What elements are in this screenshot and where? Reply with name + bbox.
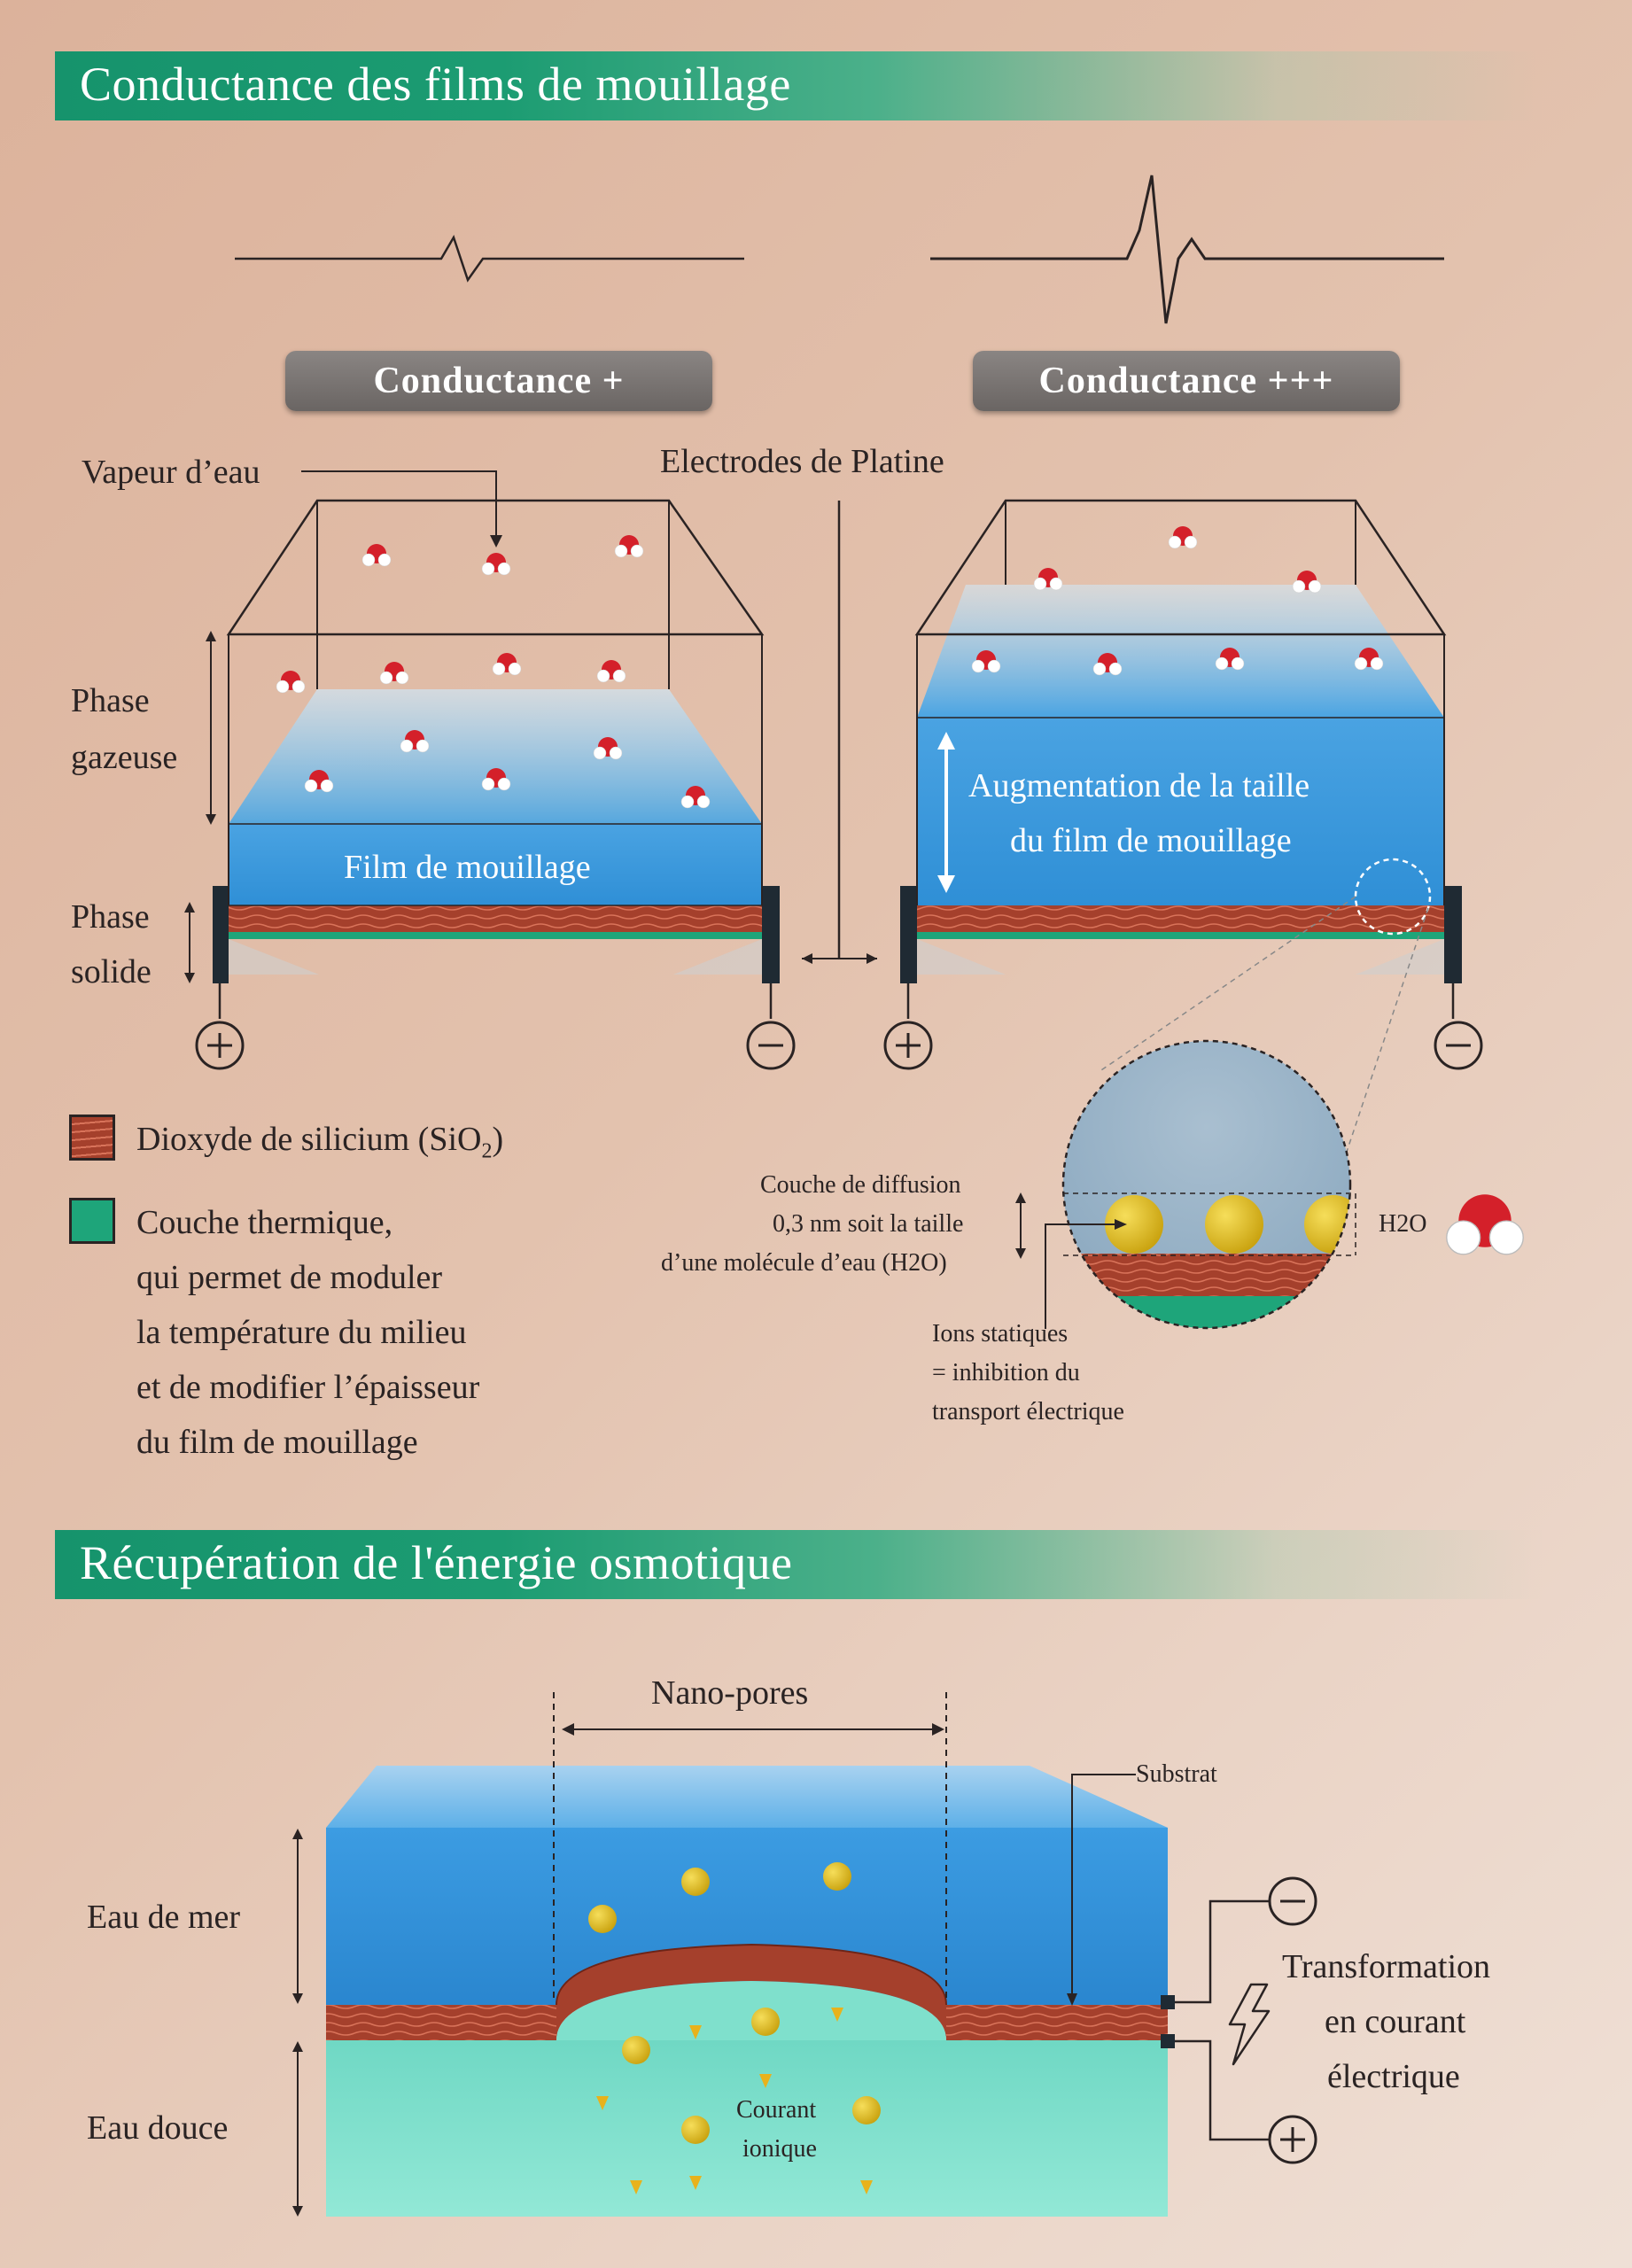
nanopores-label: Nano-pores [651,1674,809,1712]
section-title: Conductance des films de mouillage [80,58,791,111]
left-cell [213,499,780,1019]
ionic-current-label-2: ionique [742,2135,817,2163]
gas-phase-label-1: Phase [71,682,150,719]
osmotic-device [326,1692,1269,2217]
lightning-icon [1228,1983,1271,2066]
water-molecule-icon [1446,1194,1524,1255]
vapor-label: Vapeur d’eau [82,454,260,491]
substrate-label: Substrat [1136,1760,1217,1788]
ionic-current-label-1: Courant [736,2096,817,2124]
legend-thermal-line-1: Couche thermique, [136,1204,393,1241]
diffusion-label-2: 0,3 nm soit la taille [773,1210,964,1238]
plus-terminal-right [883,1021,933,1070]
section-banner-conductance: Conductance des films de mouillage [55,51,1543,120]
badge-conductance-low: Conductance + [285,351,712,411]
gas-phase-label-2: gazeuse [71,739,178,776]
ion-flow [588,1862,881,2194]
signal-high-icon [930,175,1444,324]
transformation-label-1: Transformation [1282,1948,1491,1985]
legend-thermal-line-4: et de modifier l’épaisseur [136,1369,480,1406]
legend-swatch-thermal [69,1198,115,1244]
solid-phase-label-1: Phase [71,898,150,936]
signal-low-icon [235,234,744,283]
transformation-label-2: en courant [1325,2003,1466,2040]
electrodes-label: Electrodes de Platine [660,443,944,480]
increase-label-1: Augmentation de la taille [968,767,1310,804]
plus-terminal-osmotic [1268,2115,1317,2164]
section-title: Récupération de l'énergie osmotique [80,1536,793,1589]
plus-terminal-left [195,1021,245,1070]
increase-label-2: du film de mouillage [1010,822,1292,859]
right-cell [900,499,1462,1019]
legend-thermal-line-3: la température du milieu [136,1314,467,1351]
minus-terminal-right [1434,1021,1483,1070]
legend-swatch-sio2 [69,1115,115,1161]
transformation-label-3: électrique [1327,2058,1460,2095]
minus-terminal-osmotic [1268,1876,1317,1926]
section-banner-osmotic: Récupération de l'énergie osmotique [55,1530,1543,1599]
zoom-inset [1061,1039,1356,1330]
legend-sio2-label: Dioxyde de silicium (SiO2) [136,1121,504,1163]
sea-water-label: Eau de mer [87,1899,241,1936]
solid-phase-label-2: solide [71,953,152,990]
legend-thermal-line-2: qui permet de moduler [136,1259,443,1296]
h2o-label: H2O [1379,1210,1427,1238]
film-label: Film de mouillage [344,849,591,886]
static-ions-label-3: transport électrique [932,1398,1124,1425]
badge-conductance-high: Conductance +++ [973,351,1400,411]
legend-thermal-line-5: du film de mouillage [136,1424,418,1461]
minus-terminal-left [746,1021,796,1070]
static-ions-label-1: Ions statiques [932,1320,1069,1348]
diffusion-label-3: d’une molécule d’eau (H2O) [661,1249,947,1277]
diffusion-label-1: Couche de diffusion [760,1171,961,1199]
static-ions-label-2: = inhibition du [932,1359,1080,1386]
fresh-water-label: Eau douce [87,2109,229,2147]
